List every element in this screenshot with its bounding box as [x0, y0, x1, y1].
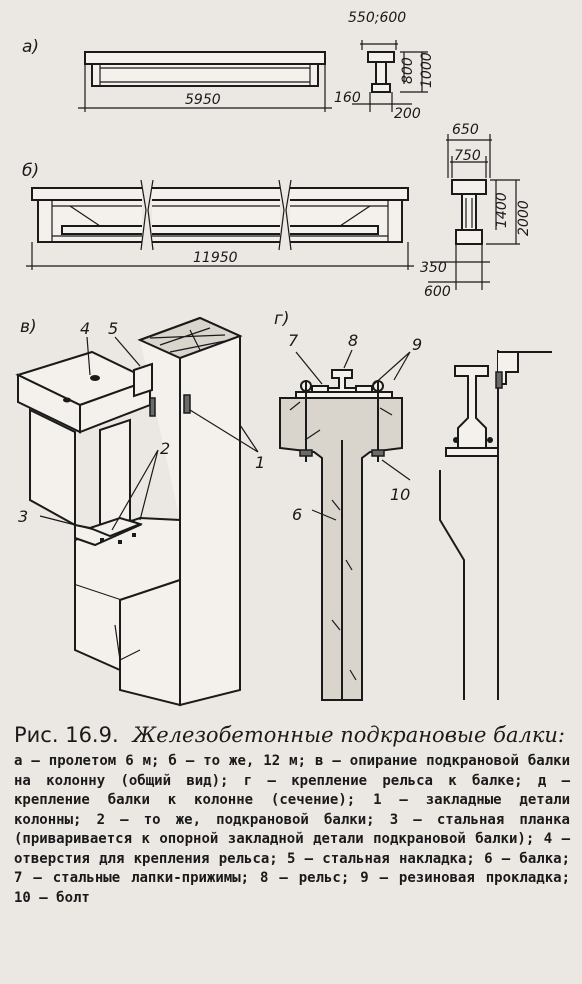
- callout-8: 8: [348, 331, 358, 350]
- figure-drawing: а) 5950 550;600 800 1000 160 200 б): [15, 10, 552, 707]
- beam-12m-section: [428, 134, 520, 290]
- callout-6: 6: [292, 505, 302, 524]
- panel-label-a: а): [22, 37, 39, 57]
- callout-2: 2: [160, 439, 170, 458]
- dim-2000: 2000: [516, 200, 532, 236]
- caption-title-row: Рис. 16.9. Железобетонные подкрановые ба…: [14, 722, 570, 748]
- callout-9: 9: [412, 335, 422, 354]
- dim-length-5950: 5950: [185, 92, 221, 108]
- caption-title: Железобетонные подкрановые балки:: [132, 723, 565, 747]
- figure-caption: Рис. 16.9. Железобетонные подкрановые ба…: [14, 722, 570, 908]
- callout-5: 5: [108, 319, 118, 338]
- dim-200: 200: [394, 106, 421, 122]
- dim-650: 650: [452, 122, 479, 138]
- dim-600: 600: [424, 284, 451, 300]
- dim-800: 800: [400, 57, 416, 84]
- caption-label: Рис. 16.9.: [14, 723, 119, 747]
- dim-1000: 1000: [419, 52, 435, 88]
- dim-160: 160: [334, 90, 361, 106]
- callout-4: 4: [80, 319, 90, 338]
- callout-1: 1: [255, 453, 265, 472]
- dim-length-11950: 11950: [193, 250, 238, 266]
- beam-6m-section: [352, 40, 428, 112]
- dim-1400: 1400: [494, 192, 510, 228]
- panel-label-b: б): [22, 161, 39, 181]
- panel-label-v: в): [20, 317, 37, 337]
- beam-to-column-section: [439, 350, 552, 700]
- rail-fastening-section: [279, 349, 411, 701]
- panel-label-g: г): [274, 309, 290, 329]
- dim-top-550-600: 550;600: [348, 10, 406, 26]
- beam-6m-elevation: [78, 51, 332, 112]
- callout-10: 10: [390, 485, 410, 504]
- callout-7: 7: [288, 331, 299, 350]
- callout-3: 3: [18, 507, 28, 526]
- dim-750: 750: [454, 148, 481, 164]
- caption-legend: а — пролетом 6 м; б — то же, 12 м; в — о…: [14, 753, 570, 906]
- isometric-beam-on-column: [15, 316, 259, 707]
- beam-12m-elevation: [26, 179, 414, 270]
- dim-350: 350: [420, 260, 447, 276]
